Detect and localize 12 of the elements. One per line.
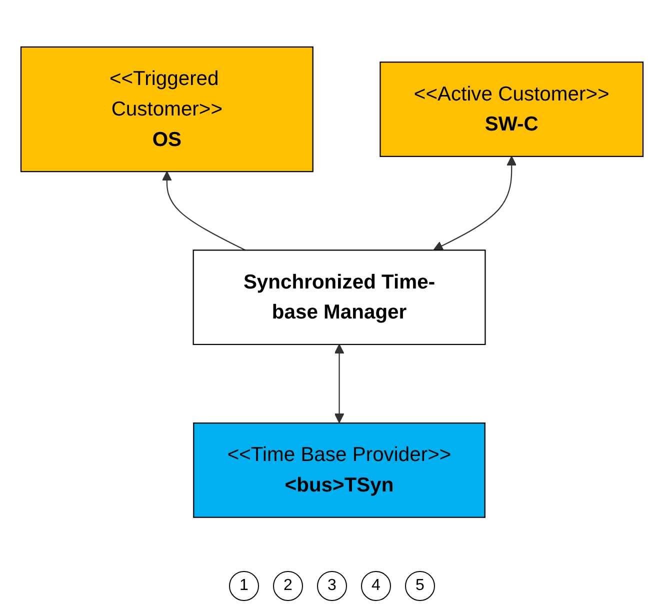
arrow bbox=[162, 171, 246, 251]
arrow bbox=[334, 344, 344, 424]
callout-number: 4 bbox=[361, 571, 391, 601]
component-box: <<Active Customer>> SW-C bbox=[380, 62, 644, 158]
component-box: <<Time Base Provider>> <bus>TSyn bbox=[193, 422, 486, 518]
callout-number: 1 bbox=[229, 571, 259, 601]
callout-number: 2 bbox=[273, 571, 303, 601]
callout-number: 5 bbox=[405, 571, 435, 601]
callout-number: 3 bbox=[317, 571, 347, 601]
arrow bbox=[433, 156, 517, 251]
component-box: <<Triggered Customer>> OS bbox=[20, 46, 314, 172]
component-box: Synchronized Time-base Manager bbox=[192, 250, 486, 346]
